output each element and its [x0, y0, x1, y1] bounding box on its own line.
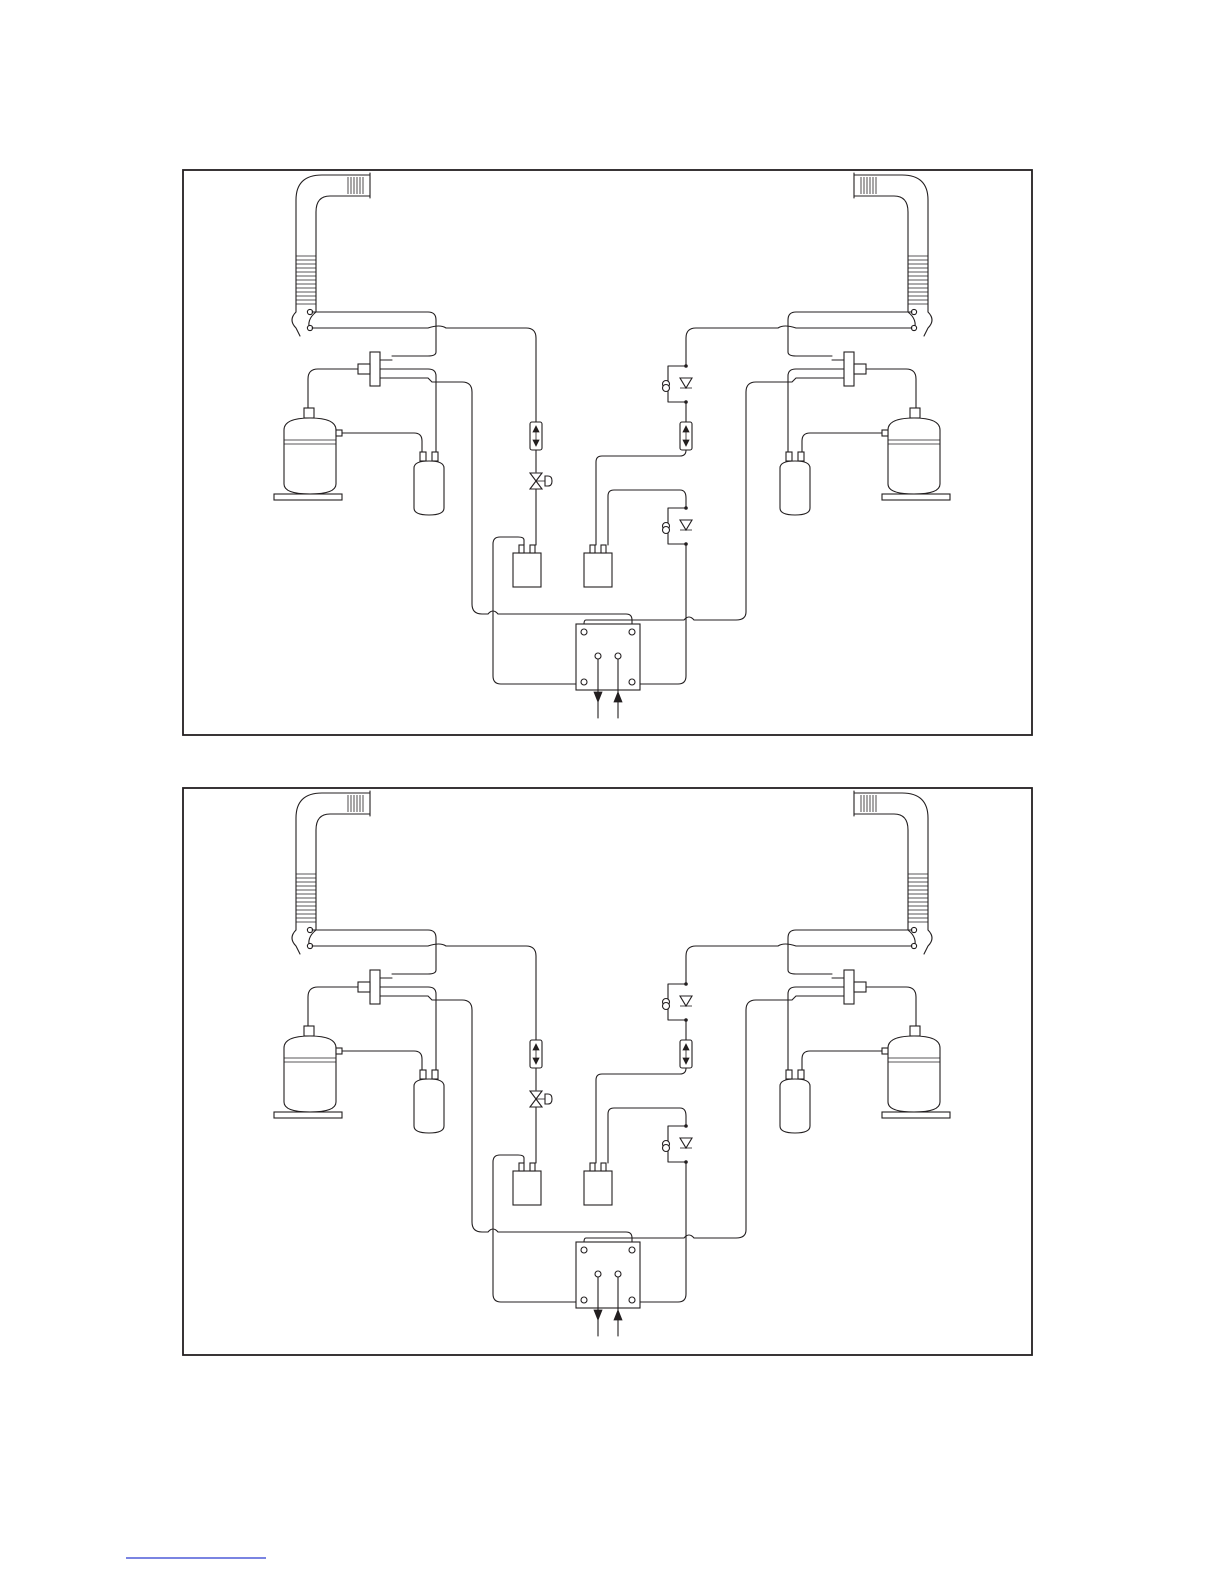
refrigerant-circuit-upper: [274, 173, 950, 718]
circuit-panel-top: [183, 170, 1032, 735]
refrigerant-circuit-lower: [274, 791, 950, 1336]
circuit-panel-bottom: [183, 788, 1032, 1355]
